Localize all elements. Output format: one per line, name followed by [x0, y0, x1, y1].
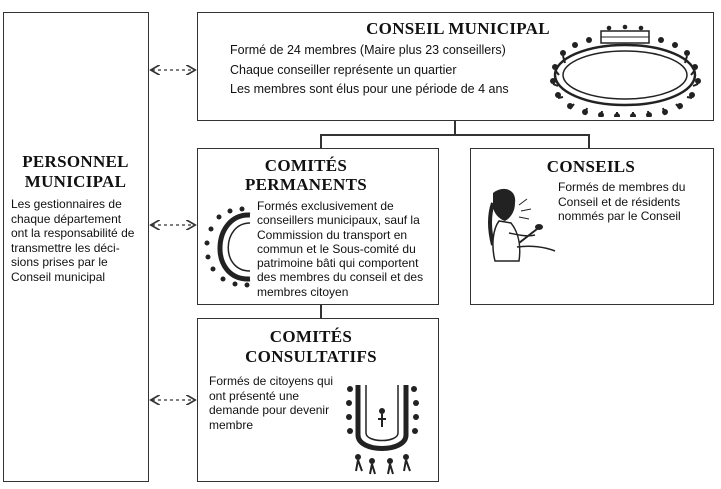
- advisory-table-illustration: [346, 385, 419, 475]
- consultatifs-line: membre: [209, 417, 254, 432]
- permanents-description: Formés exclusivement de conseillers muni…: [257, 199, 437, 299]
- personnel-line: sions prises par le: [11, 255, 108, 270]
- personnel-line: chaque département: [11, 211, 122, 226]
- conseil-item: Formé de 24 membres (Maire plus 23 conse…: [230, 43, 506, 57]
- conseils-line: nommés par le Conseil: [558, 209, 681, 223]
- permanents-title-line1: COMITÉS: [264, 156, 348, 175]
- permanents-line: conseillers municipaux, sauf la: [257, 213, 420, 228]
- connector-horizontal: [320, 134, 589, 136]
- connector-to-conseils: [588, 134, 590, 148]
- council-table-illustration: [550, 24, 701, 117]
- conseils-line: Conseil et de résidents: [558, 194, 681, 209]
- comites-permanents-box: COMITÉS PERMANENTS Formés exclusivement …: [197, 148, 439, 305]
- conseil-item: Les membres sont élus pour une période d…: [230, 82, 509, 96]
- personnel-line: ont la responsabilité de: [11, 226, 135, 241]
- personnel-line: Les gestionnaires de: [11, 197, 122, 211]
- conseil-item: Chaque conseiller représente un quartier: [230, 62, 457, 77]
- conseils-description: Formés de membres du Conseil et de résid…: [558, 180, 708, 224]
- permanents-title-line2: PERMANENTS: [244, 175, 367, 194]
- conseil-municipal-box: CONSEIL MUNICIPAL Formé de 24 membres (M…: [197, 12, 714, 121]
- permanents-line: patrimoine bâti qui comportent: [257, 256, 419, 271]
- connector-to-permanents: [320, 134, 322, 148]
- committee-table-illustration: [204, 206, 251, 288]
- consultatifs-title: COMITÉS CONSULTATIFS: [236, 327, 386, 367]
- personnel-description: Les gestionnaires de chaque département …: [11, 197, 147, 285]
- consultatifs-line: demande pour devenir: [209, 403, 330, 417]
- consultatifs-line: ont présenté une: [209, 388, 300, 403]
- personnel-title-line1: PERSONNEL: [22, 152, 129, 171]
- permanents-line: membres citoyen: [257, 284, 349, 299]
- personnel-municipal-box: PERSONNEL MUNICIPAL Les gestionnaires de…: [3, 12, 149, 482]
- conseil-description: Formé de 24 membres (Maire plus 23 conse…: [230, 41, 560, 100]
- connector-permanents-to-consultatifs: [320, 305, 322, 318]
- connector-council-down: [454, 121, 456, 135]
- speaker-illustration: [488, 188, 556, 262]
- comites-consultatifs-box: COMITÉS CONSULTATIFS Formés de citoyens …: [197, 318, 439, 482]
- consultatifs-title-line1: COMITÉS: [269, 327, 353, 346]
- conseil-title: CONSEIL MUNICIPAL: [366, 19, 550, 38]
- personnel-title: PERSONNEL MUNICIPAL: [4, 152, 147, 192]
- permanents-line: des membres du conseil et des: [257, 270, 424, 285]
- permanents-line: Commission du transport en: [257, 227, 408, 242]
- consultatifs-line: Formés de citoyens qui: [209, 374, 334, 388]
- conseils-title: CONSEILS: [546, 157, 636, 176]
- consultatifs-title-line2: CONSULTATIFS: [245, 347, 377, 366]
- conseils-box: CONSEILS Formés de membres du Conseil et…: [470, 148, 714, 305]
- permanents-line: Formés exclusivement de: [257, 199, 394, 213]
- personnel-line: Conseil municipal: [11, 269, 106, 284]
- consultatifs-description: Formés de citoyens qui ont présenté une …: [209, 374, 349, 432]
- personnel-title-line2: MUNICIPAL: [24, 172, 127, 191]
- conseils-line: Formés de membres du: [558, 180, 686, 194]
- permanents-line: commun et le Sous-comité du: [257, 241, 416, 256]
- permanents-title: COMITÉS PERMANENTS: [236, 156, 376, 194]
- personnel-line: transmettre les déci-: [11, 240, 120, 255]
